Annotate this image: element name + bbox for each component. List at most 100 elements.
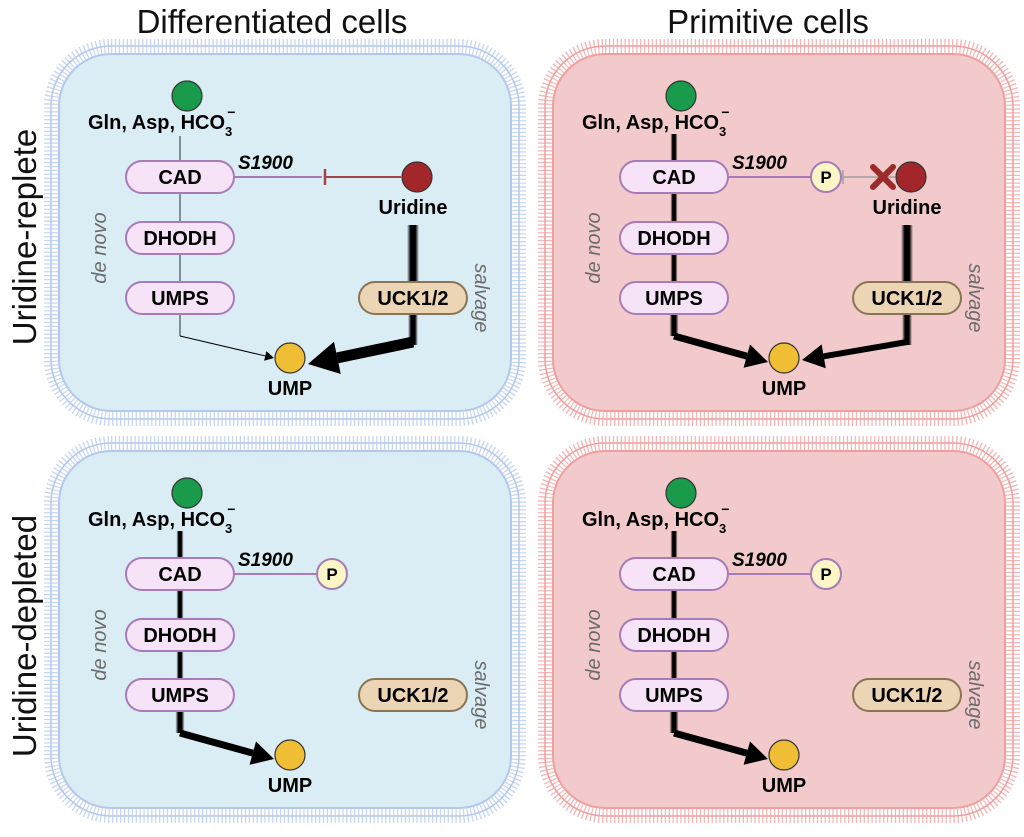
enzyme-cad-shape [619,557,729,591]
salvage-label: salvage [964,661,986,730]
enzyme-cad: CAD [125,160,235,194]
cell-interior [552,450,1006,809]
flux-dhodh-umps [670,254,678,282]
enzyme-uck-shape [358,281,468,315]
cell-interior [552,53,1006,412]
enzyme-dhodh-shape [619,618,729,652]
enzyme-dhodh: DHODH [125,221,235,255]
site-s1900-label: S1900 [238,550,293,571]
arrow-uck-ump [802,339,908,369]
salvage-label: salvage [964,264,986,333]
substrate-dot [171,477,203,509]
de-novo-label: de novo [583,609,605,680]
arrow-head [802,344,826,369]
enzyme-uck-label: UCK1/2 [871,685,942,707]
flux-substrate-cad [670,134,678,161]
phospho-label: P [820,565,831,584]
arrow-shaft [673,729,748,757]
flux-uridine-uck [901,225,913,282]
flux-substrate-cad [670,531,678,558]
flux-substrate-cad [176,531,184,558]
salvage-label: salvage [470,661,492,730]
enzyme-dhodh-label: DHODH [143,625,216,647]
phospho-badge [810,161,842,193]
site-s1900-label: S1900 [732,550,787,571]
enzyme-dhodh-shape [619,221,729,255]
enzyme-umps-label: UMPS [645,288,703,310]
flux-umps-down [175,711,185,733]
substrate-subscript: 3 [719,521,726,536]
arrow-shaft [179,335,266,357]
phospho-badge [810,558,842,590]
ump-label: UMP [762,775,806,797]
enzyme-umps: UMPS [125,678,235,712]
enzyme-cad-label: CAD [652,167,695,189]
row-header-uridine-depleted: Uridine-depleted [6,515,43,757]
uridine-label: Uridine [873,197,942,219]
substrate-text: Gln, Asp, HCO [582,112,719,134]
enzyme-dhodh: DHODH [125,618,235,652]
enzyme-cad-shape [619,160,729,194]
substrate-subscript: 3 [719,124,726,139]
flux-umps-down [669,711,679,733]
site-s1900-label: S1900 [732,153,787,174]
arrow-head [308,341,341,374]
enzyme-uck: UCK1/2 [852,678,962,712]
cell-interior [58,450,512,809]
de-novo-label: de novo [89,609,111,680]
ump-label: UMP [268,378,312,400]
enzyme-uck: UCK1/2 [358,678,468,712]
salvage-label: salvage [470,264,492,333]
enzyme-uck-label: UCK1/2 [377,288,448,310]
ump-label: UMP [268,775,312,797]
arrow-head [743,344,768,368]
ump-label: UMP [762,378,806,400]
enzyme-dhodh: DHODH [619,618,729,652]
membrane-outer-line [50,442,520,817]
substrate-text: Gln, Asp, HCO [88,112,225,134]
substrate-superscript: − [721,104,729,120]
substrate-subscript: 3 [225,521,232,536]
enzyme-uck-label: UCK1/2 [377,685,448,707]
enzyme-umps-label: UMPS [645,685,703,707]
flux-uck-down [902,315,912,345]
column-header-primitive: Primitive cells [667,3,869,40]
enzyme-umps: UMPS [125,281,235,315]
uridine-dot [401,161,433,193]
enzyme-dhodh-shape [125,618,235,652]
membrane-outer-line [544,442,1014,817]
enzyme-umps-shape [125,281,235,315]
column-header-differentiated: Differentiated cells [137,3,408,40]
enzyme-uck-shape [852,281,962,315]
enzyme-dhodh-label: DHODH [637,625,710,647]
enzyme-umps: UMPS [619,281,729,315]
substrate-superscript: − [721,501,729,517]
flux-umps-down [669,314,679,336]
row-header-uridine-replete: Uridine-replete [6,129,43,345]
enzyme-dhodh-label: DHODH [637,228,710,250]
enzyme-uck: UCK1/2 [358,281,468,315]
enzyme-uck: UCK1/2 [852,281,962,315]
enzyme-umps: UMPS [619,678,729,712]
enzyme-umps-label: UMPS [151,288,209,310]
arrow-shaft [673,332,748,360]
arrow-shaft [179,729,254,757]
flux-cad-dhodh [176,590,184,619]
substrate-superscript: − [227,501,235,517]
membrane-outer-line [50,45,520,420]
phospho-label: P [820,168,831,187]
substrate-text: Gln, Asp, HCO [582,509,719,531]
enzyme-cad: CAD [619,160,729,194]
ump-dot [768,739,800,771]
ump-dot [768,342,800,374]
arrow-head [264,351,274,361]
substrate-dot [665,80,697,112]
enzyme-uck-label: UCK1/2 [871,288,942,310]
enzyme-umps-shape [619,678,729,712]
arrow-umps-ump [179,335,274,361]
substrate-label: Gln, Asp, HCO3 − [582,501,729,536]
phospho-label: P [326,565,337,584]
